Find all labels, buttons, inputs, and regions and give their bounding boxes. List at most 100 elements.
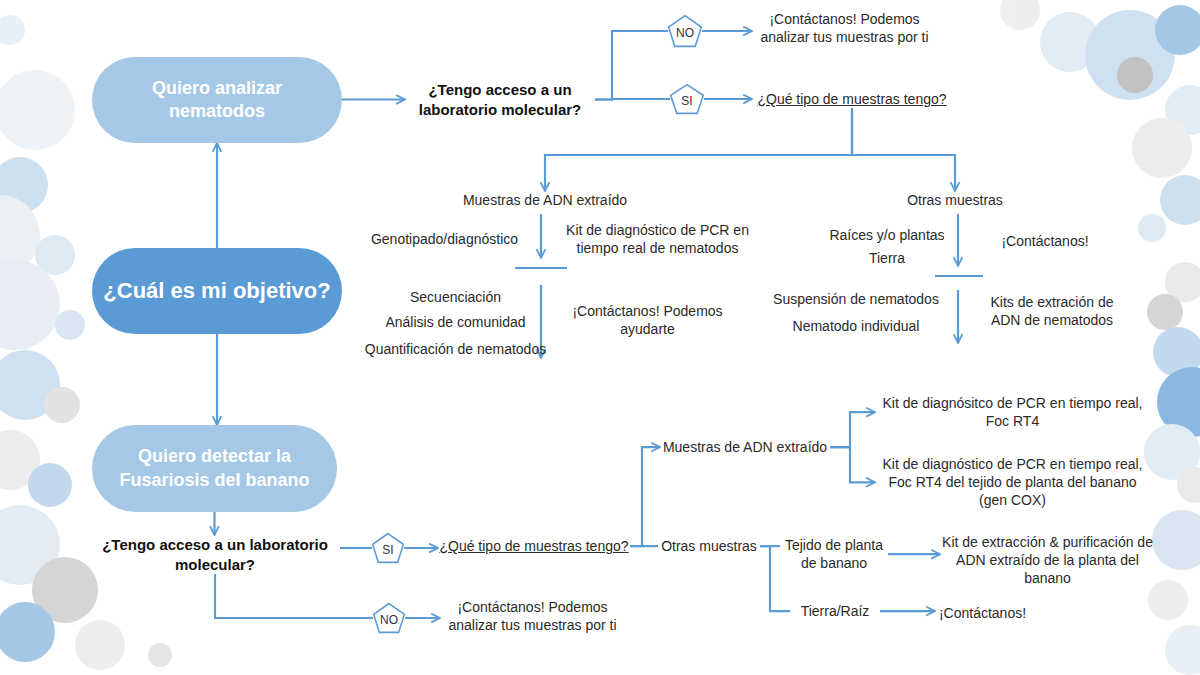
question-text: ¿Tengo acceso a un laboratorio molecular…	[405, 80, 595, 119]
bubble	[1132, 118, 1192, 178]
option-label: Análisis de comunidad	[358, 313, 553, 331]
bubble	[1160, 175, 1200, 225]
node-text: Otras muestras	[905, 191, 1005, 209]
answer-pentagon: NO	[668, 15, 702, 47]
goal-box: Quiero analizar nematodos	[92, 57, 342, 143]
node-text: Quiero analizar nematodos	[132, 77, 302, 124]
option-label: Kits de extración de ADN de nematodos	[982, 293, 1122, 329]
node-text: ¡Contáctanos! Podemos analizar tus muest…	[752, 10, 937, 46]
product-text: Kit de diagnósitco de PCR en tiempo real…	[875, 394, 1150, 430]
bubble	[1177, 467, 1200, 503]
pentagon-shape	[671, 85, 704, 114]
connector-arrow	[405, 617, 440, 619]
bubble	[148, 643, 172, 667]
bubble	[75, 620, 125, 670]
connector-arrow	[545, 108, 852, 191]
option-label: ¡Contáctanos! Podemos ayudarte	[570, 302, 725, 338]
goal-box: Quiero detectar la Fusariosis del banano	[92, 425, 337, 512]
connector-line	[595, 98, 670, 101]
connector-arrow	[630, 447, 660, 546]
question-text: ¿Qué tipo de muestras tengo?	[752, 90, 952, 108]
bubble	[1117, 57, 1153, 93]
node-text: Quiero detectar la Fusariosis del banano	[102, 445, 327, 492]
connector-line	[595, 31, 668, 100]
option-label: Genotipado/diagnóstico	[362, 230, 527, 248]
node-text: Muestras de ADN extraído	[460, 191, 630, 209]
node-text: ¿Cuál es mi objetivo?	[103, 277, 330, 305]
bubble	[55, 310, 85, 340]
node-text: Tierra/Raíz	[790, 602, 880, 620]
divider-bar	[935, 275, 983, 277]
pentagon-shape	[374, 604, 405, 633]
option-label: Raíces y/o plantas	[812, 226, 962, 244]
bubble	[1147, 294, 1183, 330]
option-label: Nematodo individual	[770, 317, 942, 335]
sample-text: Muestras de ADN extraído	[460, 191, 630, 209]
connector-arrow	[216, 334, 218, 425]
sample-text: Tierra/Raíz	[790, 602, 880, 620]
option-label: ¡Contáctanos!	[995, 232, 1095, 250]
node-text: ¿Tengo acceso a un laboratorio molecular…	[90, 535, 340, 574]
node-text: ¿Tengo acceso a un laboratorio molecular…	[405, 80, 595, 119]
option-label: Quantificación de nematodos	[358, 340, 553, 358]
product-text: Kit de extracción & purificación de ADN …	[940, 533, 1155, 588]
sample-text: Otras muestras	[658, 537, 760, 555]
node-text: ¿Qué tipo de muestras tengo?	[752, 90, 952, 108]
connector-line	[340, 547, 372, 549]
bubble	[0, 70, 75, 150]
connector-arrow	[404, 547, 438, 549]
objective-box: ¿Cuál es mi objetivo?	[92, 248, 342, 334]
node-text: Tejido de planta de banano	[780, 536, 888, 572]
bubble	[1155, 5, 1200, 55]
option-label: Secuenciación	[358, 288, 553, 306]
connector-arrow	[702, 30, 752, 32]
connector-arrow	[880, 610, 935, 612]
bubble	[44, 387, 80, 423]
sample-text: Tejido de planta de banano	[780, 536, 888, 572]
node-text: NO	[676, 23, 694, 40]
outcome-text: ¡Contáctanos!	[935, 604, 1030, 622]
node-text: SI	[681, 91, 692, 108]
node-text: SI	[382, 540, 393, 557]
option-label: Suspensión de nematodos	[770, 290, 942, 308]
answer-pentagon: NO	[373, 603, 405, 633]
option-arrow	[957, 290, 959, 343]
sample-text: Otras muestras	[905, 191, 1005, 209]
bubble	[1000, 0, 1040, 30]
answer-pentagon: SI	[670, 84, 704, 114]
bubble	[0, 15, 25, 45]
pentagon-shape	[373, 534, 404, 563]
sample-text: Muestras de ADN extraído	[660, 438, 830, 456]
node-text: Kit de diagnósitco de PCR en tiempo real…	[875, 394, 1150, 430]
connector-line	[215, 574, 373, 618]
product-text: Kit de diagnóstico de PCR en tiempo real…	[875, 455, 1150, 510]
outcome-text: ¡Contáctanos! Podemos analizar tus muest…	[752, 10, 937, 46]
bubble	[0, 602, 55, 662]
pentagon-shape	[669, 16, 702, 47]
divider-bar	[515, 267, 567, 269]
connector-line	[760, 546, 790, 611]
bubble	[0, 260, 60, 350]
connector-arrow	[830, 447, 875, 482]
node-text: ¡Contáctanos! Podemos analizar tus muest…	[440, 598, 625, 634]
option-arrow	[540, 214, 542, 258]
node-text: NO	[380, 610, 398, 627]
bubble	[1165, 625, 1200, 675]
answer-pentagon: SI	[372, 533, 404, 563]
question-text: ¿Tengo acceso a un laboratorio molecular…	[90, 535, 340, 574]
connector-arrow	[888, 553, 940, 555]
node-text: ¡Contáctanos!	[935, 604, 1030, 622]
option-arrows	[515, 214, 983, 358]
option-label: Tierra	[812, 249, 962, 267]
connector-arrow	[852, 108, 955, 191]
outcome-text: ¡Contáctanos! Podemos analizar tus muest…	[440, 598, 625, 634]
connector-line	[630, 545, 658, 547]
connector-arrow	[342, 98, 405, 100]
connector-arrow	[216, 143, 218, 248]
bubble	[28, 463, 72, 507]
node-text: Kit de extracción & purificación de ADN …	[940, 533, 1155, 588]
option-arrow	[957, 214, 959, 266]
